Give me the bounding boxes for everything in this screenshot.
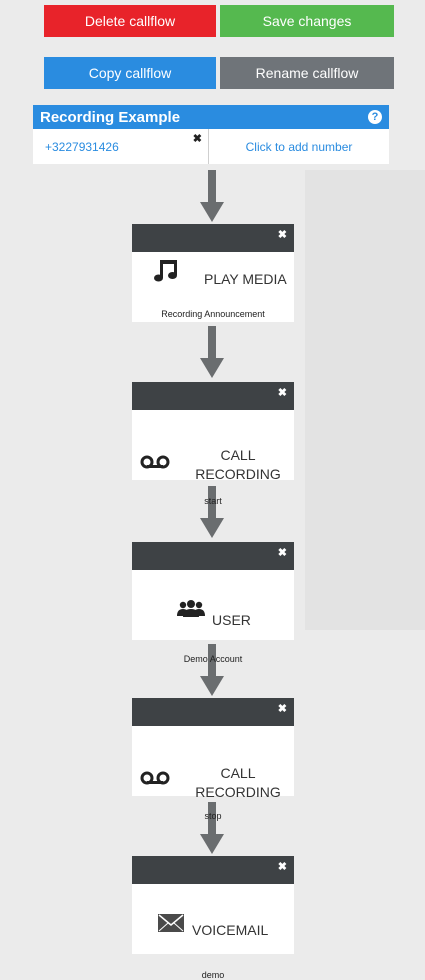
voicemail-tape-icon: [140, 771, 170, 785]
question-circle-icon[interactable]: ?: [368, 110, 382, 124]
callflow-numbers: +3227931426 ✖ Click to add number: [33, 129, 389, 164]
node-title-line1: CALL: [220, 447, 256, 463]
node-header: ✖: [132, 856, 294, 884]
close-icon[interactable]: ✖: [192, 133, 202, 145]
users-icon: [177, 600, 205, 617]
flow-arrow: [200, 326, 224, 378]
node-title-line2: RECORDING: [195, 784, 281, 800]
close-icon[interactable]: ✖: [277, 861, 287, 873]
node-header: ✖: [132, 382, 294, 410]
node-title: USER: [212, 612, 251, 628]
flow-arrow: [200, 170, 224, 222]
voicemail-node[interactable]: ✖ VOICEMAIL demo: [132, 856, 294, 980]
call-recording-stop-node[interactable]: ✖ CALL RECORDING stop: [132, 698, 294, 821]
add-number-button[interactable]: Click to add number: [245, 139, 353, 154]
callflow-header: Recording Example ?: [33, 105, 389, 129]
node-title: PLAY MEDIA: [204, 271, 287, 287]
flow-arrow: [200, 802, 224, 854]
save-changes-button[interactable]: Save changes: [220, 5, 394, 37]
close-icon[interactable]: ✖: [277, 703, 287, 715]
number-item[interactable]: +3227931426 ✖: [33, 129, 209, 164]
play-media-node[interactable]: ✖ PLAY MEDIA Recording Announcement: [132, 224, 294, 322]
user-node[interactable]: ✖ USER Demo Account: [132, 542, 294, 664]
node-subtitle: demo: [201, 970, 225, 980]
flow-arrow: [200, 486, 224, 538]
node-title: VOICEMAIL: [192, 922, 269, 938]
call-recording-start-node[interactable]: ✖ CALL RECORDING start: [132, 382, 294, 506]
delete-callflow-button[interactable]: Delete callflow: [44, 5, 216, 37]
copy-callflow-button[interactable]: Copy callflow: [44, 57, 216, 89]
callflow-title[interactable]: Recording Example: [40, 108, 181, 126]
flow-arrow: [200, 644, 224, 696]
node-subtitle: start: [204, 496, 222, 506]
node-title-line1: CALL: [220, 765, 256, 781]
node-title-line2: RECORDING: [195, 466, 281, 482]
close-icon[interactable]: ✖: [277, 229, 287, 241]
music-note-icon: [154, 260, 177, 282]
node-subtitle: Demo Account: [183, 654, 243, 664]
node-subtitle: Recording Announcement: [161, 309, 265, 319]
node-header: ✖: [132, 542, 294, 570]
node-header: ✖: [132, 698, 294, 726]
voicemail-tape-icon: [140, 455, 170, 469]
envelope-icon: [158, 914, 184, 932]
number-value: +3227931426: [45, 139, 119, 154]
close-icon[interactable]: ✖: [277, 387, 287, 399]
rename-callflow-button[interactable]: Rename callflow: [220, 57, 394, 89]
node-subtitle: stop: [204, 811, 222, 821]
background-panel: [305, 170, 425, 630]
node-header: ✖: [132, 224, 294, 252]
close-icon[interactable]: ✖: [277, 547, 287, 559]
